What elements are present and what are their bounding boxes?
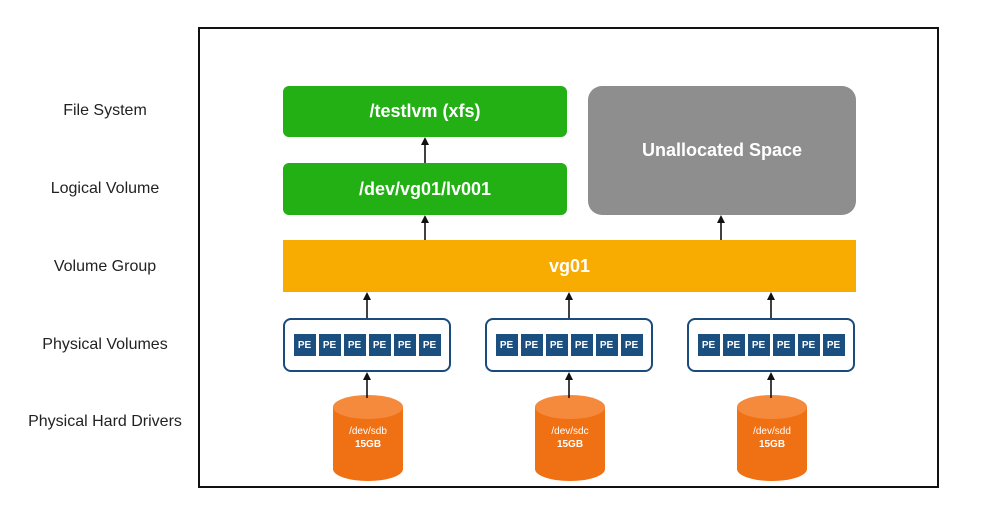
physical-extent: PE — [772, 334, 795, 356]
physical-extent: PE — [418, 334, 441, 356]
disk-cylinder-icon — [333, 395, 403, 481]
disk-device-label: /dev/sdb — [349, 426, 387, 437]
disk-device-label: /dev/sdc — [551, 426, 589, 437]
physical-extent: PE — [393, 334, 416, 356]
layer-label-physical-volumes: Physical Volumes — [42, 336, 168, 353]
disk-sdd: /dev/sdd 15GB — [737, 395, 807, 481]
physical-extent: PE — [722, 334, 745, 356]
layer-label-physical-hard-drivers: Physical Hard Drivers — [28, 413, 182, 430]
disk-sdb: /dev/sdb 15GB — [333, 395, 403, 481]
disk-size-label: 15GB — [354, 439, 382, 450]
physical-extent: PE — [822, 334, 845, 356]
layer-label-logical-volume: Logical Volume — [50, 180, 160, 197]
unallocated-space-box: Unallocated Space — [588, 86, 856, 215]
physical-extent: PE — [545, 334, 568, 356]
diagram-frame — [198, 27, 939, 488]
physical-extent: PE — [368, 334, 391, 356]
disk-device-label: /dev/sdd — [753, 426, 791, 437]
layer-label-volume-group: Volume Group — [53, 258, 157, 275]
physical-extent: PE — [620, 334, 643, 356]
physical-extent: PE — [293, 334, 316, 356]
layer-label-file-system: File System — [63, 102, 147, 119]
physical-volume-3: PE PE PE PE PE PE — [687, 318, 855, 372]
physical-extent: PE — [318, 334, 341, 356]
disk-size-label: 15GB — [556, 439, 584, 450]
disk-cylinder-icon — [535, 395, 605, 481]
logical-volume-box: /dev/vg01/lv001 — [283, 163, 567, 215]
physical-extent: PE — [797, 334, 820, 356]
physical-extent: PE — [697, 334, 720, 356]
disk-cylinder-icon — [737, 395, 807, 481]
disk-sdc: /dev/sdc 15GB — [535, 395, 605, 481]
physical-extent: PE — [747, 334, 770, 356]
physical-volume-2: PE PE PE PE PE PE — [485, 318, 653, 372]
disk-size-label: 15GB — [758, 439, 786, 450]
volume-group-bar: vg01 — [283, 240, 856, 292]
physical-extent: PE — [595, 334, 618, 356]
physical-extent: PE — [495, 334, 518, 356]
filesystem-box: /testlvm (xfs) — [283, 86, 567, 137]
physical-extent: PE — [570, 334, 593, 356]
physical-extent: PE — [520, 334, 543, 356]
physical-extent: PE — [343, 334, 366, 356]
physical-volume-1: PE PE PE PE PE PE — [283, 318, 451, 372]
